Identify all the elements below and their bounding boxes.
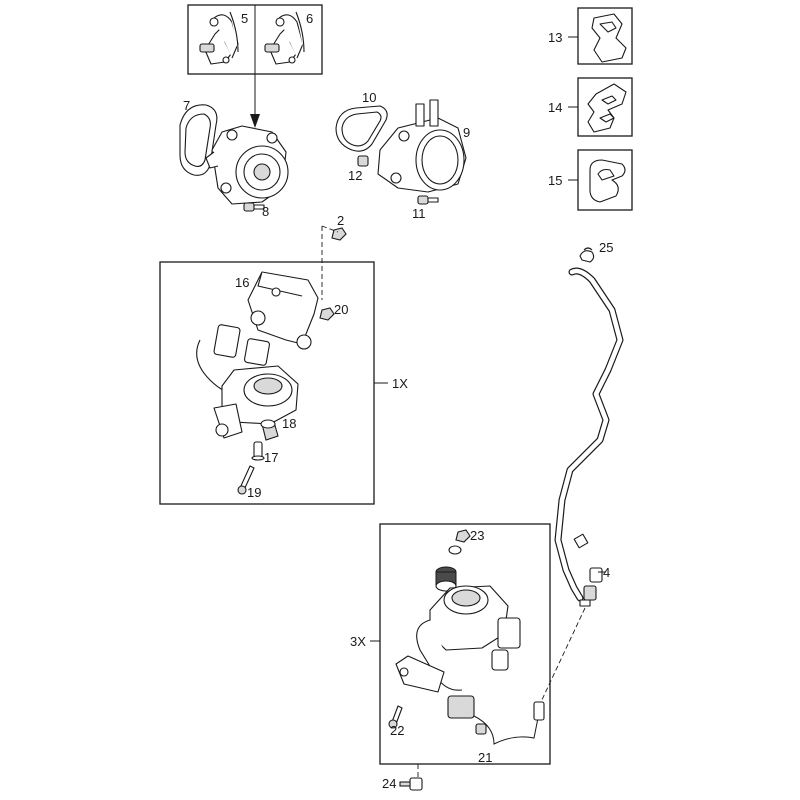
callout-12: 12 [348,168,362,183]
part-8-bolt[interactable] [243,202,265,212]
part-3X-washer[interactable] [448,545,462,555]
part-3X-mount[interactable] [435,566,457,592]
part-19-bolt[interactable] [237,465,255,495]
callout-1X: 1X [392,376,408,391]
callout-2: 2 [337,213,344,228]
callout-14: 14 [548,100,562,115]
callout-4: 4 [603,565,610,580]
callout-21: 21 [478,750,492,765]
frame-3X [379,523,551,765]
callout-25: 25 [599,240,613,255]
box-14: 14 [548,77,633,137]
part-21-hose-end[interactable] [533,701,545,721]
part-25-clamp[interactable] [579,247,595,263]
frame-13 [577,7,633,65]
callout-3X: 3X [350,634,366,649]
callout-16: 16 [235,275,249,290]
part-14-clip[interactable] [587,83,627,133]
part-6-bracket[interactable] [264,11,305,65]
callout-17: 17 [264,450,278,465]
callout-8: 8 [262,204,269,219]
dash-4-3X [539,607,586,705]
callout-19: 19 [247,485,261,500]
part-24-bolt[interactable] [399,777,423,791]
callout-23: 23 [470,528,484,543]
box-5-6: 5 6 [187,4,323,75]
part-1X-electric-pump[interactable] [196,324,299,439]
callout-7: 7 [183,98,190,113]
callout-24: 24 [382,776,396,791]
arrow-head [250,114,260,128]
box-15: 15 [548,149,633,211]
callout-18: 18 [282,416,296,431]
callout-11: 11 [412,206,426,221]
part-4-vacuum-hose[interactable] [554,267,624,607]
part-13-clip[interactable] [591,13,627,63]
callout-20: 20 [334,302,348,317]
callout-22: 22 [390,723,404,738]
callout-10: 10 [362,90,376,105]
part-21-clip[interactable] [475,723,487,735]
part-20-nut[interactable] [319,307,335,321]
part-17-sleeve[interactable] [251,441,265,461]
part-9-pump-housing[interactable] [377,99,467,193]
part-16-bracket[interactable] [247,271,319,350]
part-22-bolt[interactable] [388,705,403,729]
part-3X-electric-pump[interactable] [395,585,541,745]
callout-9: 9 [463,125,470,140]
box-13: 13 [548,7,633,65]
part-10-gasket[interactable] [335,105,388,152]
part-18-mount[interactable] [260,419,279,441]
part-5-bracket[interactable] [199,11,239,65]
part-15-clip[interactable] [589,159,626,203]
part-23-nut[interactable] [455,529,471,543]
callout-15: 15 [548,173,562,188]
callout-13: 13 [548,30,562,45]
callout-5: 5 [241,11,248,26]
part-12-plug[interactable] [357,155,369,167]
part-2-nut[interactable] [331,227,347,241]
part-11-bolt[interactable] [417,195,439,205]
part-8-vacuum-pump[interactable] [205,125,289,205]
callout-6: 6 [306,11,313,26]
